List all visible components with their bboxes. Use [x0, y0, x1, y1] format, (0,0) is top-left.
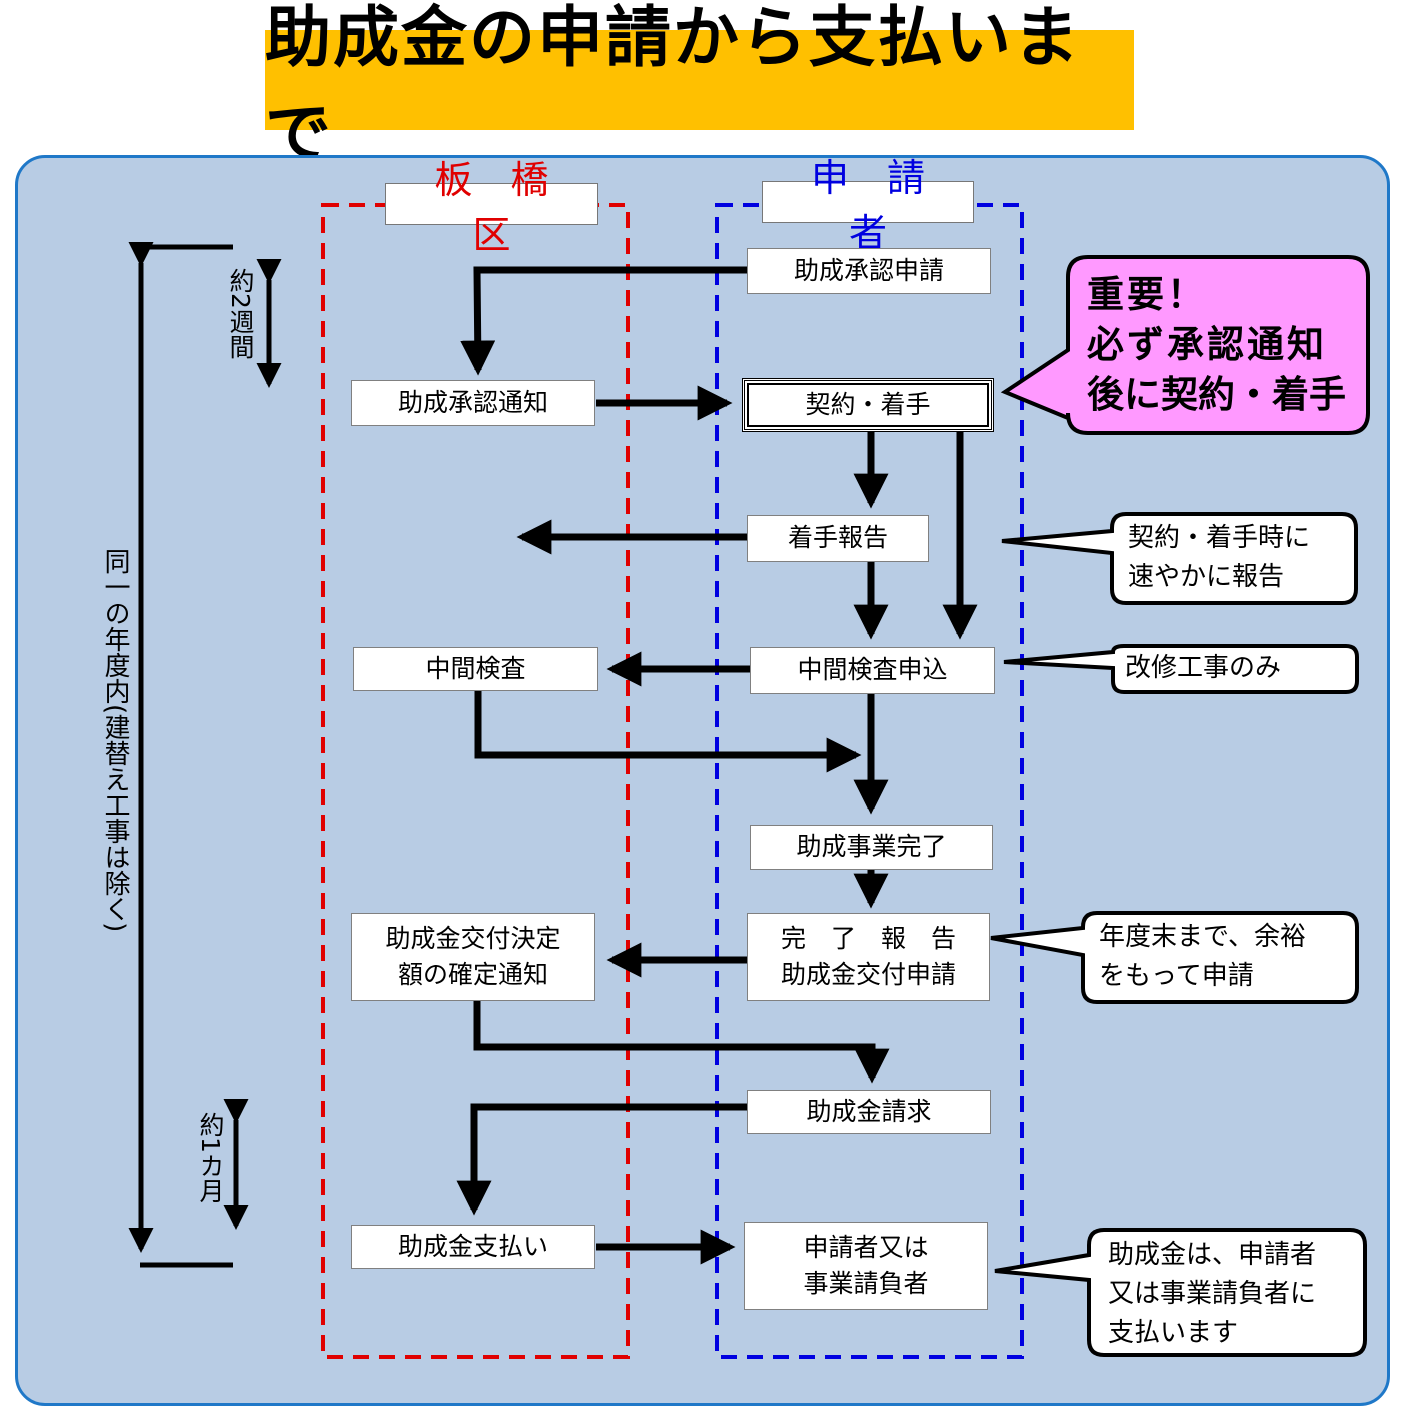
grant-claim-label: 助成金請求 [806, 1096, 932, 1126]
renovation-note-text: 改修工事のみ [1125, 653, 1282, 683]
payee-box: 申請者又は 事業請負者 [744, 1222, 988, 1310]
applicant-lane-label: 申 請 者 [810, 156, 964, 255]
contract-start-box: 契約・着手 [742, 378, 994, 432]
ward-lane-header: 板 橋 区 [385, 158, 598, 257]
completion-report-box: 完 了 報 告 助成金交付申請 [747, 913, 990, 1001]
start-report-label: 着手報告 [787, 523, 888, 553]
page-title: 助成金の申請から支払いまで [265, 0, 1081, 172]
important-callout: 重要！ 必ず承認通知 後に契約・着手 [1087, 270, 1346, 420]
start-note: 契約・着手時に 速やかに報告 [1128, 519, 1310, 597]
mid-inspection-label: 中間検査 [425, 653, 526, 683]
important-line1: 重要！ [1087, 273, 1207, 316]
grant-payment-label: 助成金支払い [397, 1231, 548, 1261]
mid-inspection-request-box: 中間検査申込 [750, 647, 995, 694]
grant-decision-line2: 額の確定通知 [397, 960, 548, 989]
important-line3: 後に契約・着手 [1087, 372, 1346, 416]
deadline-note-line2: をもって申請 [1099, 961, 1254, 991]
title-banner: 助成金の申請から支払いまで [265, 0, 1134, 172]
approval-notice-box: 助成承認通知 [351, 380, 595, 426]
important-callout-shape [1000, 255, 1370, 435]
payment-note-line3: 支払います [1108, 1318, 1239, 1348]
completion-report-line1: 完 了 報 告 [780, 923, 956, 953]
mid-inspection-box: 中間検査 [353, 647, 598, 691]
approval-request-label: 助成承認申請 [793, 255, 944, 285]
grant-payment-box: 助成金支払い [351, 1225, 595, 1269]
applicant-lane-header: 申 請 者 [762, 156, 974, 255]
start-note-line1: 契約・着手時に [1128, 523, 1311, 553]
payee-line1: 申請者又は [803, 1232, 929, 1262]
payment-note-line2: 又は事業請負者に [1108, 1279, 1317, 1309]
same-fiscal-year-label: 同一の年度内(建替え工事は除く) [100, 548, 130, 933]
important-line2: 必ず承認通知 [1087, 322, 1327, 366]
start-note-shape [1001, 512, 1358, 605]
approval-request-box: 助成承認申請 [747, 248, 991, 294]
approval-notice-label: 助成承認通知 [397, 387, 548, 417]
project-complete-box: 助成事業完了 [750, 825, 993, 870]
one-month-label: 約1カ月 [196, 1112, 225, 1203]
ward-lane-label: 板 橋 区 [434, 158, 587, 257]
grant-claim-box: 助成金請求 [747, 1090, 991, 1134]
arrow-claim-to-payment [456, 1103, 747, 1216]
payment-note-line1: 助成金は、申請者 [1108, 1240, 1317, 1270]
two-weeks-label: 約2週間 [226, 268, 255, 359]
arrow-inspection-to-flow [474, 690, 862, 773]
start-note-line2: 速やかに報告 [1128, 562, 1285, 592]
contract-start-label: 契約・着手 [805, 389, 931, 419]
start-report-box: 着手報告 [747, 515, 929, 562]
payee-line2: 事業請負者 [803, 1269, 929, 1298]
mid-inspection-request-label: 中間検査申込 [797, 655, 948, 685]
project-complete-label: 助成事業完了 [796, 832, 947, 862]
completion-report-line2: 助成金交付申請 [780, 960, 956, 989]
payment-note: 助成金は、申請者 又は事業請負者に 支払います [1108, 1236, 1316, 1353]
deadline-note-line1: 年度末まで、余裕 [1099, 922, 1306, 952]
arrow-decision-to-claim [473, 1000, 890, 1084]
deadline-note: 年度末まで、余裕 をもって申請 [1099, 918, 1306, 996]
payment-note-shape [994, 1228, 1367, 1357]
renovation-note-shape [1003, 644, 1359, 694]
deadline-note-shape [990, 911, 1359, 1004]
renovation-note: 改修工事のみ [1125, 649, 1281, 688]
arrow-request-to-notice [460, 266, 747, 376]
grant-decision-box: 助成金交付決定 額の確定通知 [351, 913, 595, 1001]
grant-decision-line1: 助成金交付決定 [385, 923, 561, 953]
